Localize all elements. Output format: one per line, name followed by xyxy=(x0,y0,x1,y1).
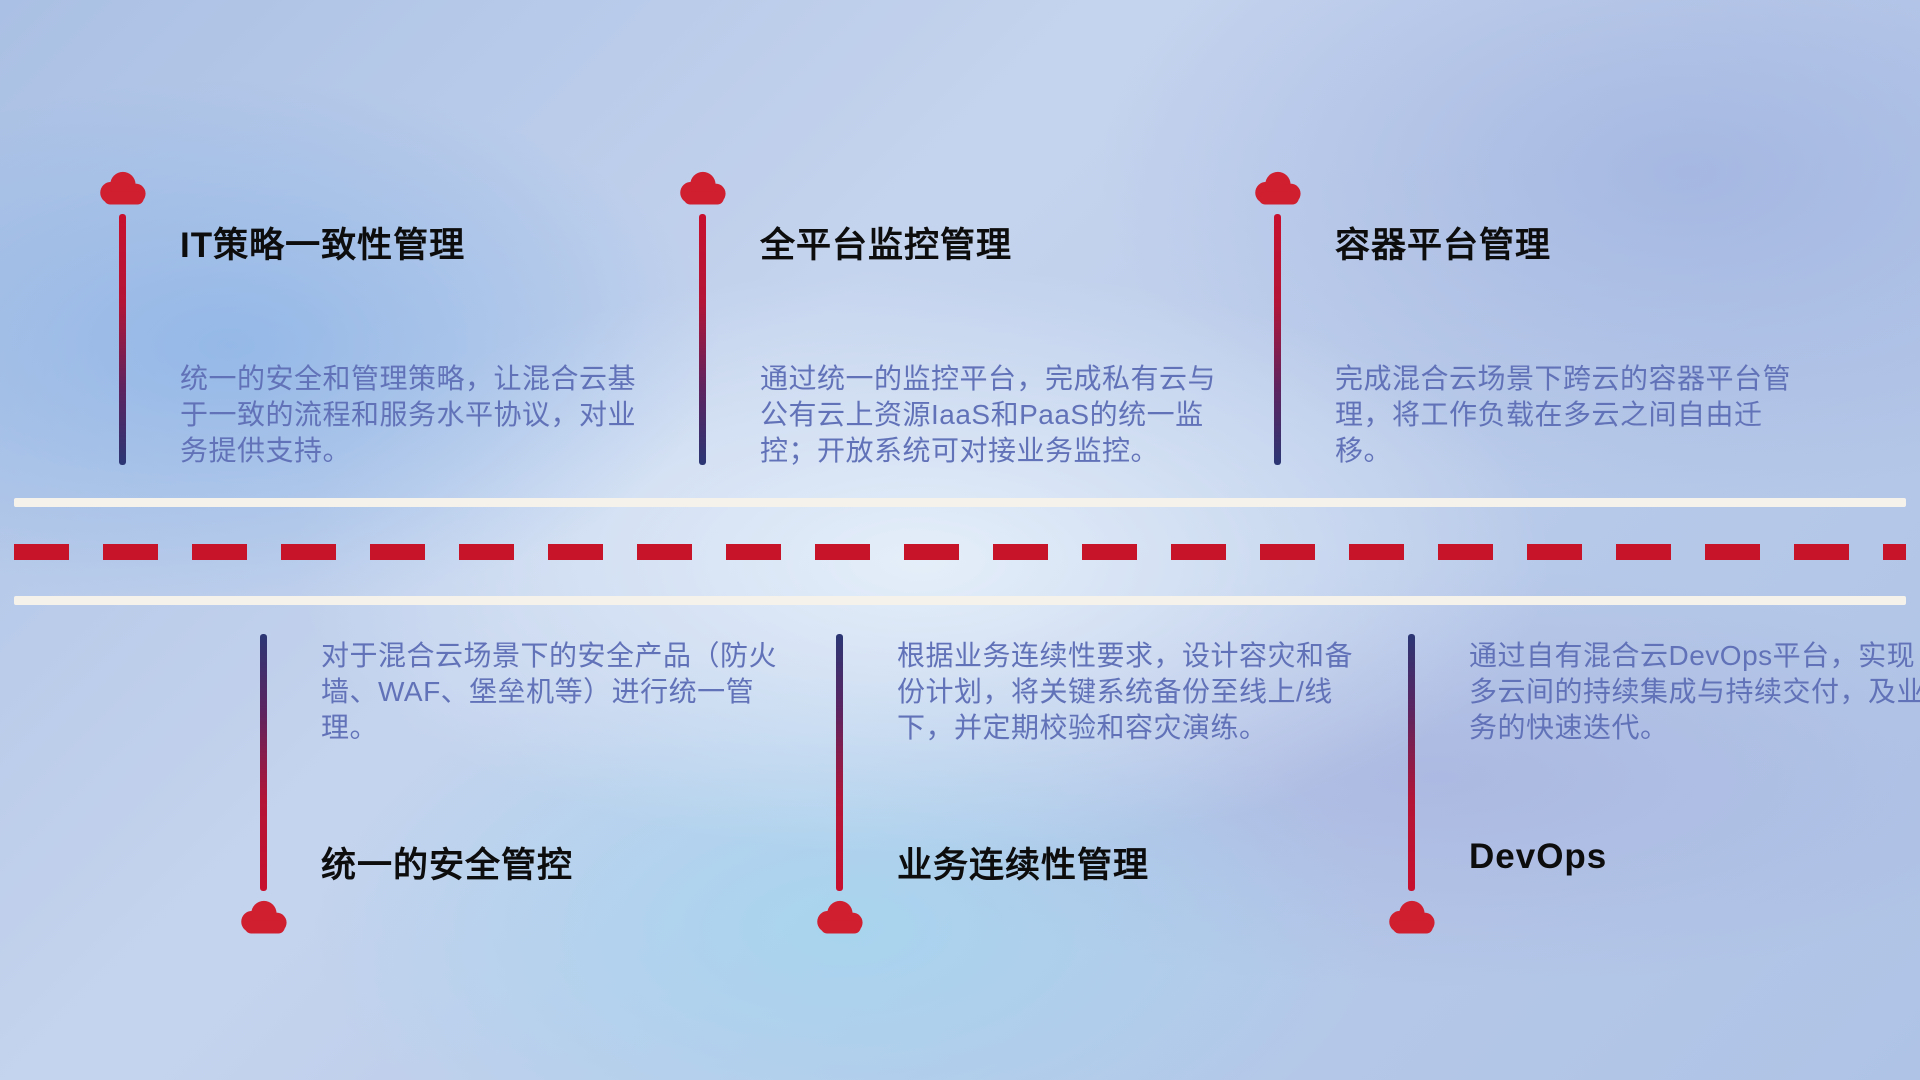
timeline-connector-line xyxy=(1408,634,1415,891)
road-dashed-center-line xyxy=(14,544,1906,560)
item-title: 全平台监控管理 xyxy=(760,226,1013,265)
cloud-icon xyxy=(93,169,151,211)
road-lane-line-bottom xyxy=(14,596,1906,605)
item-description: 根据业务连续性要求，设计容灾和备份计划，将关键系统备份至线上/线下，并定期校验和… xyxy=(897,640,1354,743)
item-description: 完成混合云场景下跨云的容器平台管理，将工作负载在多云之间自由迁移。 xyxy=(1335,363,1792,466)
timeline-connector-line xyxy=(119,214,126,465)
item-description: 通过统一的监控平台，完成私有云与公有云上资源IaaS和PaaS的统一监控；开放系… xyxy=(760,363,1217,466)
item-title: DevOps xyxy=(1469,837,1608,876)
item-title: IT策略一致性管理 xyxy=(180,226,466,265)
timeline-connector-line xyxy=(1274,214,1281,465)
road-lane-line-top xyxy=(14,498,1906,507)
item-title: 统一的安全管控 xyxy=(321,846,574,885)
cloud-icon xyxy=(810,898,868,940)
timeline-connector-line xyxy=(836,634,843,891)
item-title: 业务连续性管理 xyxy=(897,846,1150,885)
cloud-icon xyxy=(673,169,731,211)
timeline-connector-line xyxy=(260,634,267,891)
cloud-icon xyxy=(234,898,292,940)
item-description: 通过自有混合云DevOps平台，实现多云间的持续集成与持续交付，及业务的快速迭代… xyxy=(1469,640,1920,743)
item-description: 统一的安全和管理策略，让混合云基于一致的流程和服务水平协议，对业务提供支持。 xyxy=(180,363,637,466)
item-description: 对于混合云场景下的安全产品（防火墙、WAF、堡垒机等）进行统一管理。 xyxy=(321,640,778,743)
cloud-icon xyxy=(1382,898,1440,940)
item-title: 容器平台管理 xyxy=(1335,226,1552,265)
timeline-connector-line xyxy=(699,214,706,465)
cloud-icon xyxy=(1248,169,1306,211)
